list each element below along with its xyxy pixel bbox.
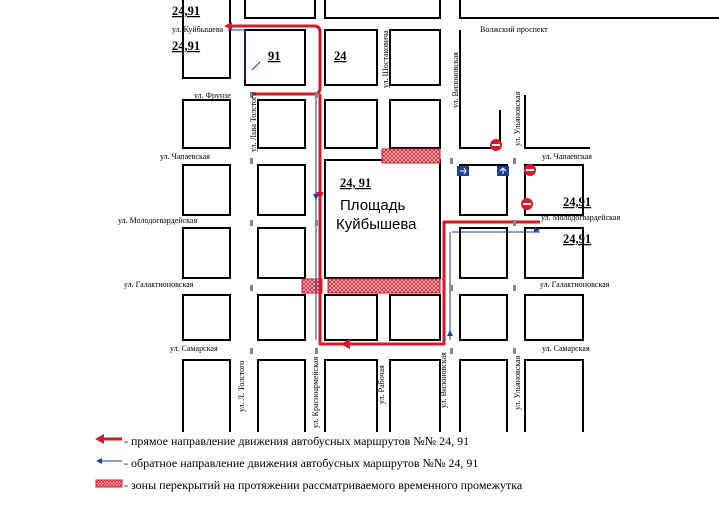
street-label-samarskaya-right: ул. Самарская — [542, 344, 590, 353]
legend-row-closure: - зоны перекрытий на протяжении рассматр… — [94, 476, 694, 498]
street-label-vilonovskaya-top: ул. Вилоновская — [451, 52, 460, 108]
legend-text-reverse: - обратное направление движения автобусн… — [124, 456, 479, 470]
street-label-samarskaya-left: ул. Самарская — [170, 344, 218, 353]
street-label-frunze: ул. Фрунзе — [194, 91, 231, 100]
blue-arrow-icon — [96, 458, 122, 464]
street-label-galaktionovskaya-left: ул. Галактионовская — [124, 280, 194, 289]
street-label-ulyanovskaya-bottom: ул. Ульяновская — [513, 355, 522, 410]
route-label-91: 91 — [268, 49, 281, 63]
street-label-chapaevskaya-right: ул. Чапаевская — [542, 152, 592, 161]
direction-sign-icon — [457, 166, 469, 176]
legend: - прямое направление движения автобусных… — [94, 432, 694, 498]
route-arrowheads — [224, 22, 350, 349]
legend-row-direct: - прямое направление движения автобусных… — [94, 432, 694, 454]
city-blocks — [182, 0, 719, 432]
route-label-right-2: 24,91 — [563, 232, 591, 246]
street-label-ulyanovskaya-top: ул. Ульяновская — [513, 91, 522, 146]
street-label-chapaevskaya-left: ул. Чапаевская — [160, 152, 210, 161]
route-label-right-1: 24,91 — [563, 195, 591, 209]
closure-zone-chapaevskaya — [381, 148, 441, 164]
street-label-kuybysheva: ул. Куйбышева — [172, 25, 223, 34]
traffic-lights — [250, 92, 516, 354]
street-label-molodogvardeyskaya-right: ул. Молодогвардейская — [541, 213, 620, 222]
route-label-center: 24, 91 — [340, 176, 371, 190]
no-entry-sign-icon — [490, 139, 502, 151]
closure-zone-krasnoarmeyskaya — [301, 278, 323, 294]
street-label-galaktionovskaya-right: ул. Галактионовская — [540, 280, 610, 289]
reverse-arrowheads — [313, 194, 540, 336]
street-label-vilonovskaya-bottom: ул. Вилоновская — [439, 352, 448, 408]
route-label-top-left-2: 24,91 — [172, 39, 200, 53]
red-arrow-icon — [95, 434, 122, 444]
direction-sign-icon — [497, 166, 509, 176]
closure-zones — [301, 148, 441, 294]
street-label-rabochaya: ул. Рабочая — [377, 365, 386, 404]
city-map: ул. Куйбышева Волжский проспект ул. Фрун… — [118, 0, 719, 432]
legend-text-direct: - прямое направление движения автобусных… — [124, 434, 470, 448]
no-entry-sign-icon — [521, 198, 533, 210]
street-label-molodogvardeyskaya-left: ул. Молодогвардейская — [118, 216, 197, 225]
route-label-24: 24 — [334, 49, 347, 63]
legend-row-reverse: - обратное направление движения автобусн… — [94, 454, 694, 476]
no-entry-sign-icon — [524, 164, 536, 176]
street-label-krasnoarmeyskaya: ул. Красноармейская — [311, 356, 320, 428]
closure-zone-galaktionovskaya — [327, 278, 441, 294]
route-label-top-left-1: 24,91 — [172, 4, 200, 18]
street-label-volzhsky: Волжский проспект — [480, 25, 548, 34]
street-label-tolstogo-bottom: ул. Л. Толстого — [237, 361, 246, 412]
plaza-name-line2: Куйбышева — [336, 216, 417, 233]
legend-text-closure: - зоны перекрытий на протяжении рассматр… — [124, 478, 523, 492]
closure-zone-icon — [95, 479, 123, 488]
street-label-tolstogo-top: ул. Льва Толстого — [249, 92, 258, 152]
street-label-shostakovicha: ул. Шостаковича — [381, 30, 390, 88]
plaza-name-line1: Площадь — [340, 197, 405, 214]
